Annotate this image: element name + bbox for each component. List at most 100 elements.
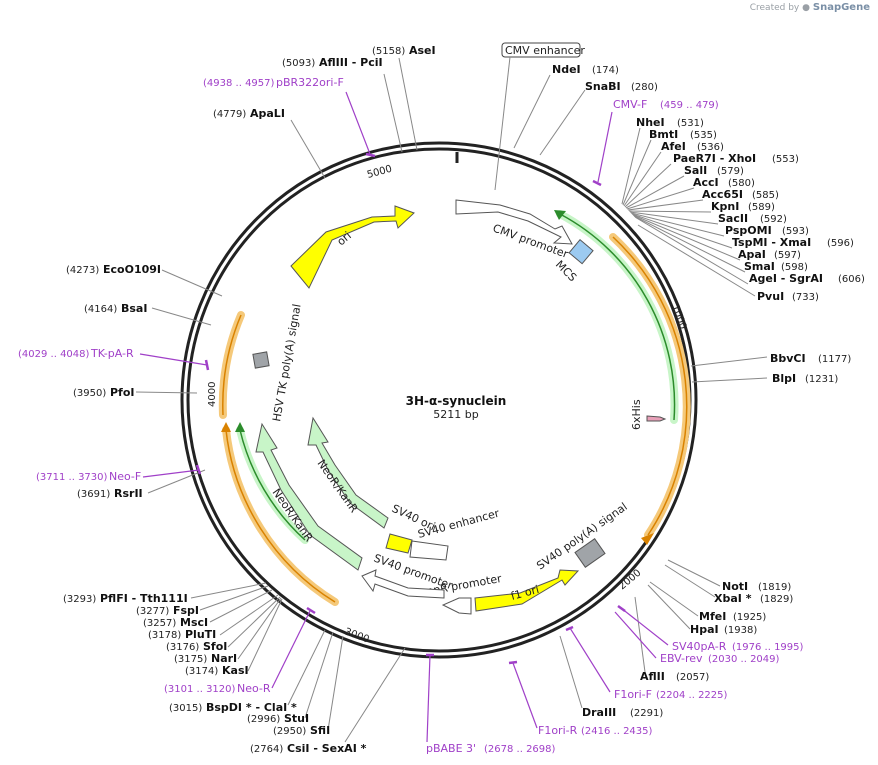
enzyme-ndei: NdeI (552, 63, 581, 76)
plasmid-name: 3H-α-synuclein (406, 394, 507, 408)
enzyme-sacii-pos: (592) (760, 214, 787, 225)
enzyme-sali-pos: (579) (717, 166, 744, 177)
primer-labels: (4938 .. 4957) pBR322ori-F CMV-F (459 ..… (18, 76, 804, 755)
enzyme-noti-pos: (1819) (758, 582, 791, 593)
enzyme-bbvci: BbvCI (770, 352, 806, 365)
enzyme-noti: NotI (722, 580, 748, 593)
enzyme-draiii-pos: (2291) (630, 708, 663, 719)
enzyme-stui: StuI (284, 712, 309, 725)
enzyme-acc65i-pos: (585) (752, 190, 779, 201)
enzyme-bbvci-pos: (1177) (818, 354, 851, 365)
primer-pbr322-label: pBR322ori-F (276, 76, 344, 89)
enzyme-tspmi-pos: (596) (827, 238, 854, 249)
primer-pbr322-range: (4938 .. 4957) (203, 78, 275, 89)
hsv-tk-box (252, 351, 270, 369)
enzyme-ecoo109i-pos: (4273) (66, 265, 99, 276)
enzyme-kpni-pos: (589) (748, 202, 775, 213)
enzyme-msci-pos: (3257) (143, 618, 176, 629)
enzyme-rsrii-pos: (3691) (77, 489, 110, 500)
enzyme-smai-pos: (598) (781, 262, 808, 273)
enzyme-stui-pos: (2996) (247, 714, 280, 725)
ampr-promoter-arrow (441, 597, 472, 615)
primer-ebvrev-range: (2030 .. 2049) (708, 654, 780, 665)
orf-arrow-hsv (222, 314, 242, 416)
primer-f1orif-label: F1ori-F (614, 688, 652, 701)
primer-f1orir-label: F1ori-R (538, 724, 578, 737)
mcs-label: MCS (553, 258, 579, 284)
primer-neof-label: Neo-F (109, 470, 141, 483)
neor-inner-label: NeoR/KanR (315, 457, 361, 515)
backbone-outer-ring (180, 141, 698, 659)
primer-sv40par-range: (1976 .. 1995) (732, 642, 804, 653)
his6-label: 6xHis (630, 399, 643, 430)
enzyme-agei: AgeI - SgrAI (749, 272, 823, 285)
enzyme-smai: SmaI (744, 260, 775, 273)
primer-tkpar-range: (4029 .. 4048) (18, 349, 90, 360)
snapgene-credit: Created by ● SnapGene (750, 2, 870, 13)
enzyme-rsrii: RsrII (114, 487, 143, 500)
enzyme-hpai: HpaI (690, 623, 719, 636)
credit-brand: SnapGene (812, 2, 870, 13)
enzyme-kasi: KasI (222, 664, 249, 677)
enzyme-nari: NarI (211, 652, 237, 665)
enzyme-bspdi: BspDI * - ClaI * (206, 701, 297, 714)
credit-prefix: Created by (749, 3, 800, 13)
neor-outer-arrow (255, 422, 363, 571)
enzyme-bsai-pos: (4164) (84, 304, 117, 315)
enzyme-blpi-pos: (1231) (805, 374, 838, 385)
enzyme-pflfi-pos: (3293) (63, 594, 96, 605)
enzyme-aflii: AflII (640, 670, 665, 683)
enzyme-hpai-pos: (1938) (724, 625, 757, 636)
enzyme-nhei-pos: (531) (677, 118, 704, 129)
enzyme-afliii: AflIII - PciI (319, 56, 383, 69)
primer-neor-range: (3101 .. 3120) (164, 684, 236, 695)
enzyme-pspomi-pos: (593) (782, 226, 809, 237)
enzyme-mfei: MfeI (699, 610, 726, 623)
enzyme-asei: AseI (409, 44, 436, 57)
enzyme-apali: ApaLI (250, 107, 285, 120)
enzyme-pfoi: PfoI (110, 386, 135, 399)
enzyme-acci-pos: (580) (728, 178, 755, 189)
primer-sv40par-label: SV40pA-R (672, 640, 727, 653)
enzyme-pluti-pos: (3178) (148, 630, 181, 641)
green-arrow-right (559, 213, 676, 421)
enzyme-paer7i-pos: (553) (772, 154, 799, 165)
enzyme-sfii-pos: (2950) (273, 726, 306, 737)
enzyme-tspmi: TspMI - XmaI (732, 236, 811, 249)
primer-cmvf-label: CMV-F (613, 98, 647, 111)
enzyme-snabi: SnaBI (585, 80, 621, 93)
enzyme-apai: ApaI (738, 248, 766, 261)
primer-f1orif-range: (2204 .. 2225) (656, 690, 728, 701)
primer-f1orir-range: (2416 .. 2435) (581, 726, 653, 737)
orf-arrow-right (612, 236, 688, 536)
enzyme-afei: AfeI (661, 140, 686, 153)
enzyme-afei-pos: (536) (697, 142, 724, 153)
snapgene-logo-icon: ● (802, 3, 810, 13)
enzyme-sfoi: SfoI (203, 640, 227, 653)
sv40-ori-label: SV40 ori (390, 502, 437, 533)
enzyme-pvui: PvuI (757, 290, 784, 303)
primer-marks (139, 91, 669, 743)
enzyme-pflfi: PflFI - Tth111I (100, 592, 188, 605)
primer-pbabe-label: pBABE 3' (426, 742, 476, 755)
enzyme-bsai: BsaI (121, 302, 147, 315)
enzyme-mfei-pos: (1925) (733, 612, 766, 623)
enzyme-blpi: BlpI (772, 372, 796, 385)
sv40-promoter-arrow (361, 569, 445, 599)
enzyme-csii-pos: (2764) (250, 744, 283, 755)
enzyme-acci: AccI (693, 176, 719, 189)
enzyme-asei-pos: (5158) (372, 46, 405, 57)
enzyme-nhei: NheI (636, 116, 665, 129)
sv40-polya-box (574, 538, 606, 568)
ori-arrow (290, 205, 415, 289)
green-arrowhead-left (235, 422, 245, 432)
his6-marker (646, 415, 667, 422)
cmv-enhancer-label: CMV enhancer (505, 44, 585, 57)
enzyme-fspi-pos: (3277) (136, 606, 169, 617)
enzyme-bmti-pos: (535) (690, 130, 717, 141)
f1-ori-arrow (474, 569, 580, 612)
enzyme-aflii-pos: (2057) (676, 672, 709, 683)
enzyme-csii: CsiI - SexAI * (287, 742, 367, 755)
orf-arrowhead-left (221, 422, 231, 432)
enzyme-sfii: SfiI (310, 724, 330, 737)
